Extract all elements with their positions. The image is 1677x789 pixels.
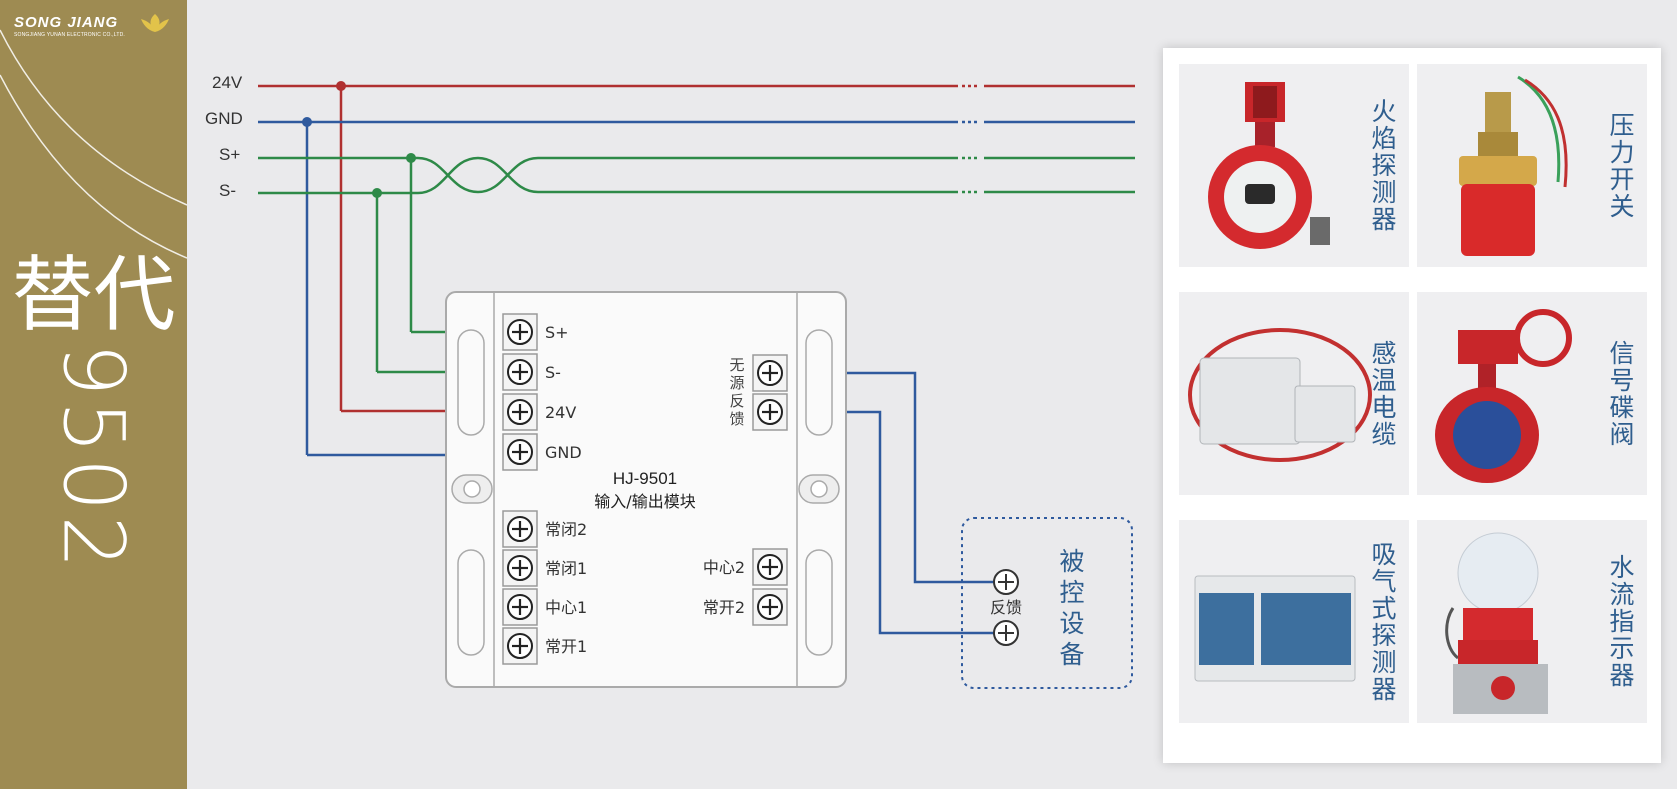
terminal-label: S- (545, 363, 561, 382)
terminal-label: 24V (545, 403, 576, 422)
terminal-label: 常开1 (545, 637, 587, 656)
terminal-label: 常闭1 (545, 559, 587, 578)
bus-label-gnd: GND (205, 109, 243, 128)
terminal-label: 中心2 (703, 558, 745, 577)
terminal-block-input: S+ S- 24V GND (502, 313, 582, 471)
water-flow-indicator-icon (1445, 532, 1548, 714)
device-card-pressure-switch: 压力开关 (1417, 64, 1647, 267)
screw-terminal-icon (502, 627, 538, 665)
screw-terminal-icon (752, 548, 788, 586)
screw-terminal-icon (752, 354, 788, 392)
model-number: 9502 (44, 343, 143, 573)
brand-sidebar: SONG JIANG SONGJIANG YUNAN ELECTRONIC CO… (0, 0, 187, 789)
bus-line-24v (258, 84, 1135, 413)
io-module: HJ-9501 输入/输出模块 (445, 291, 847, 688)
feedback-terminal-label: 无源反馈 (729, 356, 744, 428)
screw-terminal-icon (993, 620, 1019, 646)
screw-terminal-icon (502, 588, 538, 626)
device-card-water-flow-indicator: 水流指示器 (1417, 520, 1647, 723)
terminal-block-output: 常闭2 常闭1 中心1 常开1 (502, 510, 587, 665)
device-card-signal-butterfly-valve: 信号碟阀 (1417, 292, 1647, 495)
device-label: 感温电缆 (1368, 339, 1397, 448)
page-title: 替代 9502 (0, 255, 187, 573)
bus-line-signal (258, 156, 1135, 374)
controlled-device-label: 被控设备 (1059, 547, 1084, 669)
controlled-device: 被控设备 反馈 (961, 517, 1133, 689)
pressure-switch-icon (1459, 75, 1568, 256)
screw-terminal-icon (502, 433, 538, 471)
terminal-label: 常闭2 (545, 520, 587, 539)
company-logo-text: SONG JIANG (14, 14, 119, 31)
terminal-label: 中心1 (545, 598, 587, 617)
device-card-aspirating-detector: 吸气式探测器 (1179, 520, 1409, 723)
terminal-block-relay2: 中心2 常开2 (703, 548, 788, 626)
module-name: HJ-9501 (613, 469, 677, 488)
screw-terminal-icon (502, 510, 538, 548)
device-label: 信号碟阀 (1606, 339, 1635, 448)
device-card-heat-cable: 感温电缆 (1179, 292, 1409, 495)
bus-label-s-minus: S- (219, 181, 236, 200)
screw-terminal-icon (752, 588, 788, 626)
heat-cable-icon (1188, 328, 1372, 462)
device-card-flame-detector: 火焰探测器 (1179, 64, 1409, 267)
device-grid: 火焰探测器 压力开关 感温电缆 信号碟阀 (1163, 48, 1661, 763)
device-label: 压力开关 (1606, 111, 1635, 220)
screw-terminal-icon (502, 549, 538, 587)
terminal-block-feedback (752, 354, 788, 431)
company-logo-subtext: SONGJIANG YUNAN ELECTRONIC CO.,LTD. (14, 32, 125, 38)
bus-label-s-plus: S+ (219, 145, 240, 164)
device-label: 火焰探测器 (1368, 98, 1397, 233)
screw-terminal-icon (752, 393, 788, 431)
junction-dots (302, 81, 416, 198)
terminal-label: S+ (545, 323, 569, 342)
screw-terminal-icon (993, 569, 1019, 595)
lotus-logo-icon (141, 14, 169, 32)
flame-detector-icon (1208, 82, 1330, 249)
feedback-wiring (845, 371, 1004, 635)
bus-line-gnd (258, 120, 1135, 457)
bus-label-24v: 24V (212, 73, 243, 92)
decorative-arcs (0, 29, 187, 259)
aspirating-detector-icon (1194, 575, 1356, 682)
screw-terminal-icon (502, 393, 538, 431)
terminal-label: GND (545, 443, 582, 462)
terminal-label: 常开2 (703, 598, 745, 617)
screw-terminal-icon (502, 313, 538, 351)
device-label: 水流指示器 (1606, 554, 1635, 689)
title-text: 替代 (11, 248, 176, 343)
controlled-device-feedback: 反馈 (990, 598, 1022, 617)
device-label: 吸气式探测器 (1368, 540, 1397, 703)
screw-terminal-icon (502, 353, 538, 391)
butterfly-valve-icon (1435, 309, 1572, 483)
module-subtitle: 输入/输出模块 (594, 492, 695, 511)
